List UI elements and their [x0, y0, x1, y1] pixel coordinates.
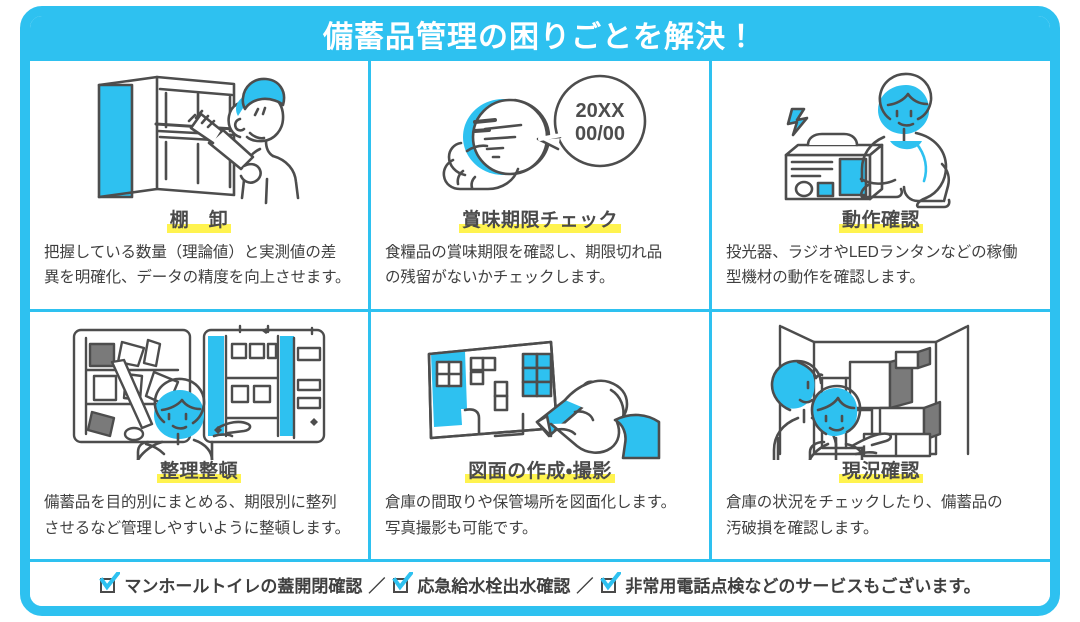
card-current-status-check[interactable]: 現況確認 倉庫の状況をチェックしたり、備蓄品の 汚破損を確認します。 [712, 311, 1050, 559]
service-card-grid: 棚 卸 把握している数量（理論値）と実測値の差 異を明確化、データの精度を向上さ… [30, 61, 1050, 559]
card-body: 備蓄品を目的別にまとめる、期限別に整列 させるなど管理しやすいように整頓します。 [44, 490, 354, 540]
card-title: 棚 卸 [166, 210, 232, 233]
card-title: 整理整頓 [156, 461, 241, 484]
footer-separator: ／ [576, 576, 594, 596]
card-expiry-date-check[interactable]: 20XX 00/00 賞味期限チェック 食糧品の賞味期限を確認し、期限切れ品 の… [371, 61, 709, 309]
header-banner: 備蓄品管理の困りごとを解決！ [30, 16, 1050, 61]
card-body-line: 汚破損を確認します。 [726, 519, 879, 537]
footer-item-label: マンホールトイレの蓋開閉確認 [124, 576, 363, 596]
card-body: 倉庫の間取りや保管場所を図面化します。 写真撮影も可能です。 [385, 490, 695, 540]
card-body-line: 型機材の動作を確認します。 [726, 269, 925, 286]
card-body-line: の残留がないかチェックします。 [385, 269, 615, 286]
footer-items: マンホールトイレの蓋開閉確認 ／ 応急給水栓出水確認 ／ 非 [99, 571, 981, 597]
card-body: 把握している数量（理論値）と実測値の差 異を明確化、データの精度を向上させます。 [44, 240, 354, 290]
card-floor-plan-drawing[interactable]: 図面の作成・撮影 倉庫の間取りや保管場所を図面化します。 写真撮影も可能です。 [371, 311, 709, 559]
bubble-text-date: 00/00 [575, 123, 625, 145]
footer-item-emergency-water: 応急給水栓出水確認 [392, 571, 571, 597]
card-body-line: 写真撮影も可能です。 [385, 519, 538, 537]
card-title: 賞味期限チェック [458, 210, 621, 233]
card-body-line: 倉庫の状況をチェックしたり、備蓄品の [726, 494, 1003, 512]
poster-frame: 備蓄品管理の困りごとを解決！ [20, 6, 1060, 616]
card-title: 図面の作成・撮影 [465, 461, 615, 484]
footer-separator: ／ [368, 576, 386, 596]
card-title: 現況確認 [838, 461, 923, 484]
card-body-line: 食糧品の賞味期限を確認し、期限切れ品 [385, 243, 663, 261]
card-body-line: 投光器、ラジオやLEDランタンなどの稼働 [726, 243, 1018, 261]
card-body: 倉庫の状況をチェックしたり、備蓄品の 汚破損を確認します。 [726, 490, 1036, 540]
page-title: 備蓄品管理の困りごとを解決！ [323, 21, 757, 54]
illustration-person-testing-portable-generator [726, 67, 1036, 209]
card-body: 投光器、ラジオやLEDランタンなどの稼働 型機材の動作を確認します。 [726, 240, 1036, 290]
footer-item-label: 非常用電話点検などのサービスもございます。 [625, 576, 981, 596]
card-tidy-organize[interactable]: 整理整頓 備蓄品を目的別にまとめる、期限別に整列 させるなど管理しやすいように整… [30, 311, 368, 559]
card-body-line: 備蓄品を目的別にまとめる、期限別に整列 [44, 494, 337, 512]
card-body-line: 異を明確化、データの精度を向上させます。 [44, 269, 351, 286]
card-body-line: させるなど管理しやすいように整頓します。 [44, 519, 350, 537]
illustration-two-people-inspecting-storage-room [726, 318, 1036, 460]
footer-item-manhole-toilet: マンホールトイレの蓋開閉確認 [99, 571, 363, 597]
illustration-messy-vs-tidy-shelves-with-person [44, 318, 354, 460]
card-inventory-count[interactable]: 棚 卸 把握している数量（理論値）と実測値の差 異を明確化、データの精度を向上さ… [30, 61, 368, 309]
illustration-hand-holding-can-with-date-bubble: 20XX 00/00 [385, 67, 695, 209]
illustration-person-checking-shelf-with-clipboard [44, 67, 354, 209]
checkbox-checked-icon [600, 571, 622, 594]
card-title: 動作確認 [838, 210, 923, 233]
card-body-line: 倉庫の間取りや保管場所を図面化します。 [385, 494, 677, 512]
checkbox-checked-icon [392, 571, 414, 594]
card-body: 食糧品の賞味期限を確認し、期限切れ品 の残留がないかチェックします。 [385, 240, 695, 290]
footer-item-label: 応急給水栓出水確認 [417, 576, 571, 596]
bubble-text-year: 20XX [576, 100, 626, 122]
card-operation-check[interactable]: 動作確認 投光器、ラジオやLEDランタンなどの稼働 型機材の動作を確認します。 [712, 61, 1050, 309]
footer-item-emergency-phone: 非常用電話点検などのサービスもございます。 [600, 571, 981, 597]
checkbox-checked-icon [99, 571, 121, 594]
illustration-hand-drawing-floor-plan-with-pen [385, 318, 695, 460]
footer-services-bar: マンホールトイレの蓋開閉確認 ／ 応急給水栓出水確認 ／ 非 [30, 559, 1050, 606]
card-body-line: 把握している数量（理論値）と実測値の差 [44, 243, 337, 261]
